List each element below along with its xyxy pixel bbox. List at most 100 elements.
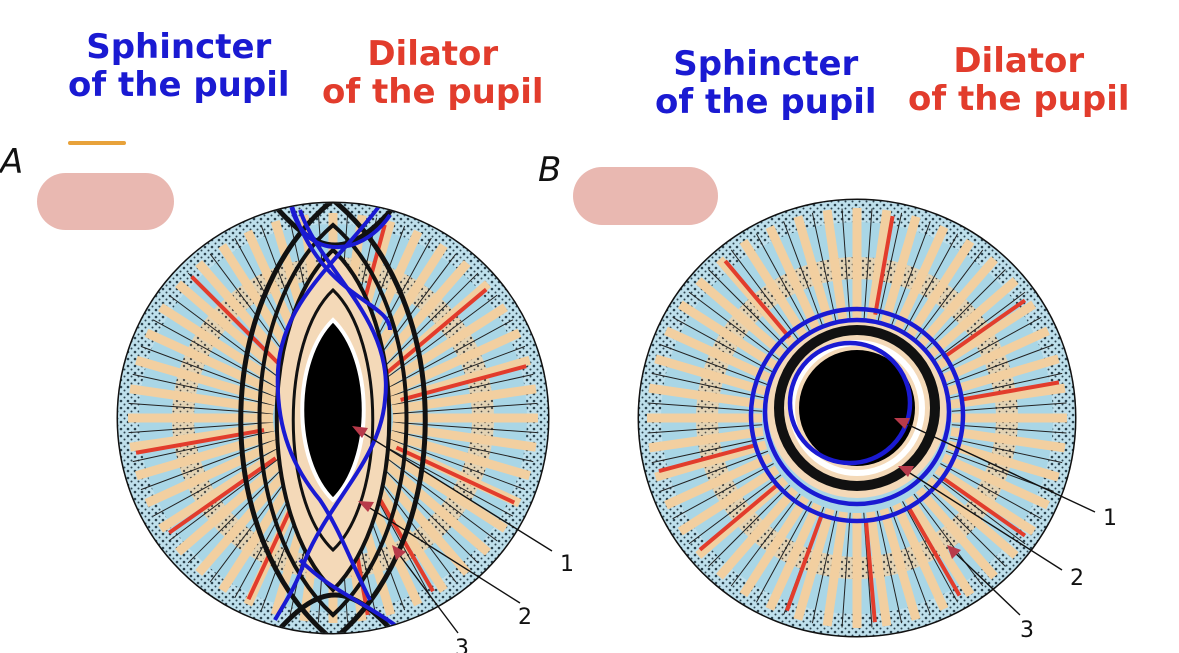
radial-fiber-line [128,421,274,434]
panel-b-sphincter-line1: Sphincter [673,44,859,84]
dilator-spoke [864,522,877,623]
radial-fiber-line [660,344,769,386]
panel-a-pointer-number-1: 1 [560,552,574,577]
radial-fiber-band [866,209,892,325]
dilator-spoke [190,275,285,370]
radial-fiber-band [879,215,921,329]
radial-fiber-band [677,465,780,536]
dilator-spoke [941,298,1027,360]
radial-fiber-line [688,291,782,362]
radial-fiber-band [950,427,1066,453]
dilator-spoke [698,483,778,552]
radial-fiber-band [925,476,1019,559]
radial-fiber-line [730,493,801,587]
radial-fiber-band [129,384,275,414]
radial-fiber-line [949,372,1063,399]
dilator-spoke [400,364,527,402]
radial-fiber-line [651,372,765,399]
radial-fiber-line [389,345,526,398]
dilator-spoke [873,215,895,315]
radial-fiber-band [946,440,1060,482]
radial-fiber-line [940,316,1042,373]
panel-a-pupil [300,317,366,503]
radial-fiber-line [783,221,825,330]
radial-fiber-line [152,446,281,517]
radial-fiber-band [129,422,275,452]
radial-fiber-line [902,233,959,335]
dilator-spoke [395,445,516,505]
radial-fiber-line [951,402,1067,412]
panel-b-pointer-number-3: 3 [1020,618,1034,643]
radial-fiber-band [677,300,780,371]
radial-fiber-line [811,510,838,624]
panel-a-dilator-label: Dilator of the pupil [322,35,544,111]
radial-fiber-band [716,486,799,580]
radial-fiber-line [391,373,534,406]
dilator-spoke [723,259,792,339]
radial-fiber-band [941,326,1050,383]
radial-fiber-band [793,507,835,621]
panel-a-sphincter-overlay [273,203,397,627]
panel-b-radial-fibers [647,208,1067,628]
radial-fiber-line [385,319,514,390]
radial-fiber-band [385,328,522,398]
radial-fiber-line [755,501,812,603]
panel-b-pointer-number-1: 1 [1103,506,1117,531]
panel-a-sphincter-line1: Sphincter [86,27,272,67]
radial-fiber-line [647,424,763,434]
panel-b-iris [637,198,1077,638]
panel-a-dilator-line1: Dilator [367,34,499,74]
panel-a-pointer-number-2: 2 [518,605,532,630]
panel-a-letter: A [0,142,24,182]
radial-fiber-band [765,225,822,334]
radial-fiber-line [902,501,959,603]
radial-fiber-line [375,272,479,376]
radial-fiber-band [904,238,975,341]
radial-fiber-band [391,422,537,452]
radial-fiber-line [647,402,763,412]
dilator-spoke [907,507,962,597]
radial-fiber-band [144,438,281,508]
radial-fiber-band [793,215,835,329]
dilator-spoke [785,515,823,612]
radial-fiber-band [950,383,1066,409]
radial-fiber-line [389,438,526,491]
radial-fiber-line [876,212,903,326]
radial-fiber-band [739,238,810,341]
panel-b-letter: B [538,150,562,190]
radial-fiber-line [913,493,984,587]
panel-b-sphincter-label: Sphincter of the pupil [655,45,877,121]
panel-b-sphincter-line2: of the pupil [655,82,877,123]
panel-b-pointers: 1 2 3 [894,418,1117,643]
radial-fiber-band [765,502,822,611]
radial-fiber-line [708,484,791,567]
panel-b-sphincter-overlay [748,306,966,524]
radial-fiber-line [128,402,274,415]
radial-fiber-band [934,465,1037,536]
dilator-spoke [960,380,1060,402]
radial-fiber-line [168,294,286,383]
radial-fiber-band [946,354,1060,396]
radial-fiber-line [688,474,782,545]
panel-a-pointer-number-3: 3 [455,636,469,653]
radial-fiber-band [941,453,1050,510]
dilator-spoke [941,476,1027,538]
panel-b-dilator-line2: of the pupil [908,79,1130,120]
panel-b-dilator-label: Dilator of the pupil [908,42,1130,118]
radial-fiber-band [695,277,789,360]
radial-fiber-line [730,249,801,343]
panel-a-sphincter-label: Sphincter of the pupil [68,28,290,104]
radial-fiber-band [389,355,531,406]
radial-fiber-line [949,437,1063,464]
radial-fiber-band [195,460,298,576]
radial-fiber-band [654,440,768,482]
panel-a-dilator-line2: of the pupil [322,72,544,113]
radial-fiber-line [651,437,765,464]
radial-fiber-line [380,294,498,383]
panel-a-iris [116,201,550,635]
radial-fiber-band [866,511,892,627]
radial-fiber-band [175,280,291,383]
radial-fiber-line [140,438,277,491]
radial-fiber-line [392,402,538,415]
